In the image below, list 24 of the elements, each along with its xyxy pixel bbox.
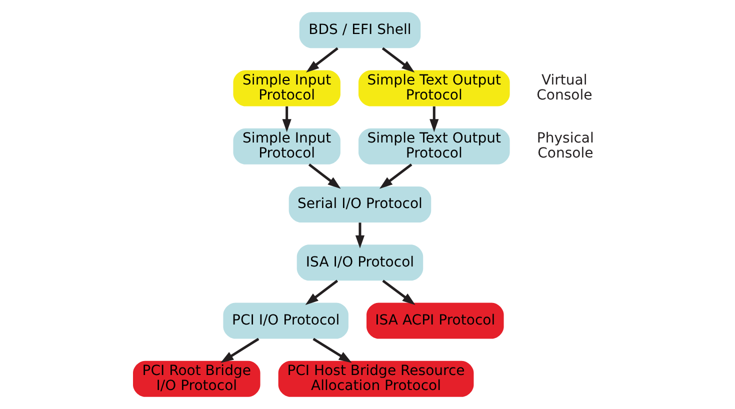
arrow <box>282 106 291 132</box>
arrow <box>378 164 412 189</box>
node-box: ISA I/O Protocol <box>296 244 423 281</box>
node-box: ISA ACPI Protocol <box>366 302 504 339</box>
node-box: PCI Root Bridge I/O Protocol <box>132 360 260 397</box>
node-box: Simple Text Output Protocol <box>358 70 510 106</box>
arrow <box>382 280 415 305</box>
arrow <box>306 47 338 73</box>
arrow <box>381 47 414 73</box>
node-box: PCI I/O Protocol <box>222 302 348 339</box>
label: Physical Console <box>536 130 594 162</box>
node-box: Simple Input Protocol <box>232 128 340 164</box>
arrow <box>304 280 338 305</box>
arrow <box>220 338 259 363</box>
node-box: Simple Input Protocol <box>232 70 340 106</box>
node-box: BDS / EFI Shell <box>298 12 420 48</box>
label: Virtual Console <box>536 72 592 104</box>
arrow <box>354 222 364 248</box>
node-box: PCI Host Bridge Resource Allocation Protocol <box>278 360 474 397</box>
node-box: Serial I/O Protocol <box>288 186 431 223</box>
arrow <box>312 338 352 363</box>
node-box: Simple Text Output Protocol <box>358 128 510 164</box>
arrow <box>429 106 438 132</box>
arrow <box>308 164 340 189</box>
